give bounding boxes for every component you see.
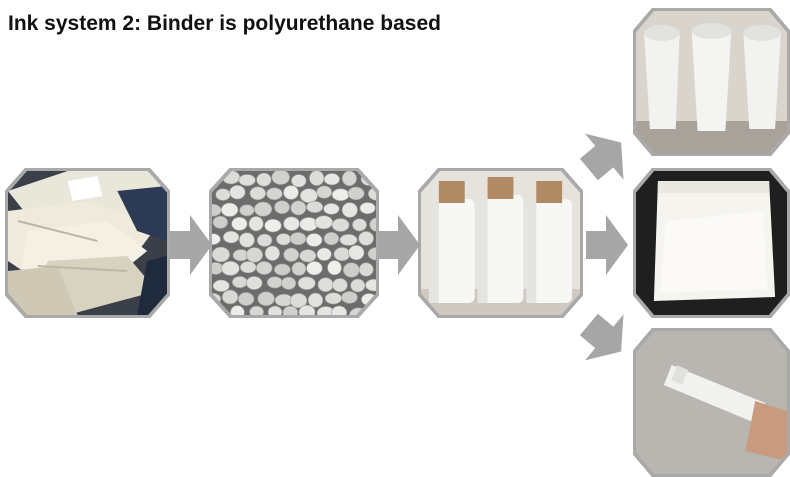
right-arrow-icon xyxy=(586,215,628,275)
right-arrow-icon xyxy=(170,215,212,275)
bag-photo xyxy=(633,168,790,318)
tube-photo xyxy=(633,328,790,477)
scrap-material-photo xyxy=(5,168,170,318)
slide-title: Ink system 2: Binder is polyurethane bas… xyxy=(8,12,441,35)
cups-photo xyxy=(633,8,790,156)
bobbins-photo xyxy=(418,168,583,318)
down-right-arrow-icon xyxy=(579,313,624,361)
pellets-photo xyxy=(209,168,379,318)
right-arrow-icon xyxy=(378,215,420,275)
up-right-arrow-icon xyxy=(579,133,624,180)
